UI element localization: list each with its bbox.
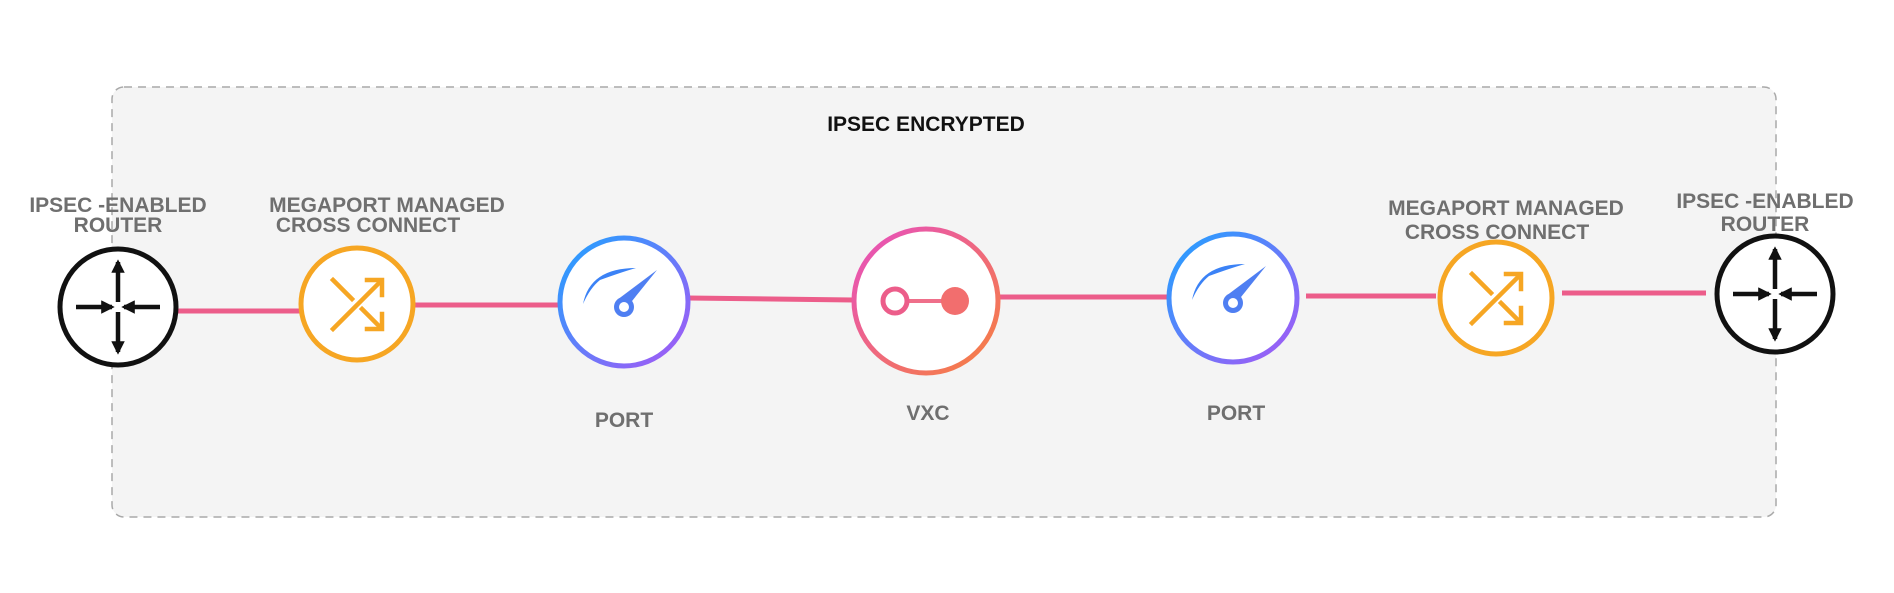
group-title: IPSEC ENCRYPTED	[827, 113, 1025, 136]
vxc-label: VXC	[906, 402, 949, 425]
router-icon	[57, 246, 179, 368]
connectors	[176, 290, 1826, 314]
xconnect-left-label-line1: MEGAPORT MANAGED	[269, 194, 505, 217]
router-right-label-line2: ROUTER	[1721, 213, 1810, 236]
xconnect-left-label-line2: CROSS CONNECT	[276, 214, 461, 237]
xconnect-right-label-line1: MEGAPORT MANAGED	[1388, 197, 1624, 220]
port-left-label: PORT	[595, 409, 654, 432]
xconnect-right-node: MEGAPORT MANAGED CROSS CONNECT	[1388, 197, 1624, 357]
connector-port-left-to-vxc	[687, 295, 854, 303]
vxc-node: VXC	[851, 226, 1001, 425]
router-left-label-line1: IPSEC -ENABLED	[29, 194, 206, 217]
port-right-node: PORT	[1166, 231, 1300, 425]
router-right-node: IPSEC -ENABLED ROUTER	[1676, 190, 1854, 355]
router-right-label-line1: IPSEC -ENABLED	[1676, 190, 1853, 213]
port-left-node: PORT	[557, 235, 691, 432]
router-icon	[1714, 233, 1836, 355]
router-left-label-line2: ROUTER	[74, 214, 163, 237]
router-left-node: IPSEC -ENABLED ROUTER	[29, 194, 207, 368]
xconnect-right-label-line2: CROSS CONNECT	[1405, 221, 1590, 244]
port-right-label: PORT	[1207, 402, 1266, 425]
xconnect-left-node: MEGAPORT MANAGED CROSS CONNECT	[269, 194, 505, 363]
